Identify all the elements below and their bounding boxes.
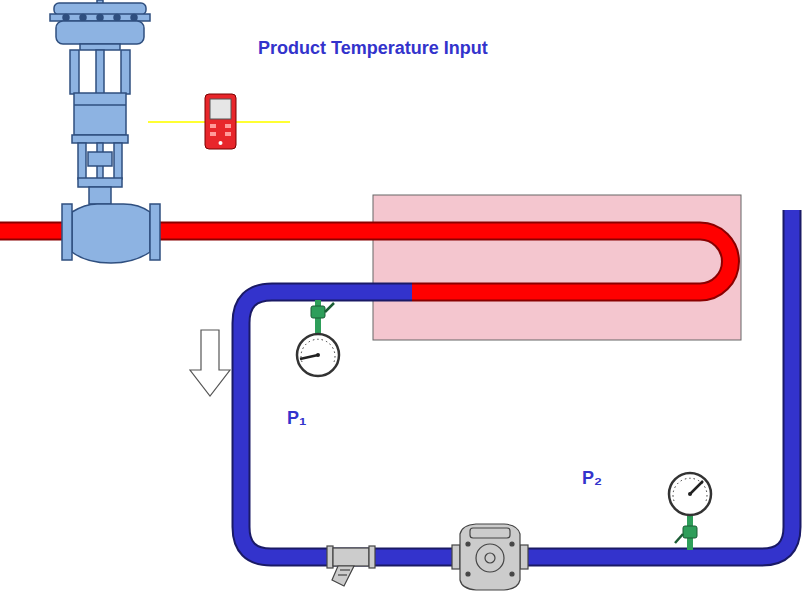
yoke-pillar [96, 50, 104, 94]
condensate-pipe-body [241, 210, 792, 557]
bolt [466, 572, 470, 576]
controller-button [225, 124, 231, 128]
yoke-pillar [121, 50, 130, 94]
valve-body [72, 204, 150, 263]
yoke-plate [72, 135, 128, 143]
condensate-pipe-outline [241, 210, 792, 557]
valve-flange [62, 204, 72, 260]
bolt [510, 542, 514, 546]
flow-arrow [190, 330, 230, 396]
actuator-bolts [63, 15, 137, 21]
strainer-screen [338, 574, 347, 575]
temperature-controller [205, 94, 236, 149]
bolt [63, 15, 69, 21]
valve-flange [150, 204, 160, 260]
controller-caption: Product Temperature Input [258, 38, 488, 59]
actuator-neck [80, 44, 120, 50]
heat-exchanger [373, 195, 741, 340]
bonnet-flange [78, 178, 122, 187]
yoke-pillar [70, 50, 79, 94]
gauge-needle [690, 481, 703, 494]
actuator-lower-dome [56, 21, 144, 44]
bolt [131, 15, 137, 21]
yoke-pillar [78, 143, 86, 179]
trap-cap [470, 528, 510, 538]
trap-end [452, 545, 460, 569]
bolt [97, 15, 103, 21]
bonnet [89, 187, 111, 204]
pressure-gauge [669, 473, 711, 550]
actuator-flange [50, 14, 150, 21]
pressure-gauge [297, 300, 339, 376]
gauge-cock-handle [325, 303, 334, 312]
gauge-dial [297, 334, 339, 376]
gauge-hub [316, 353, 320, 357]
positioner-line [74, 104, 126, 106]
gauge-cock [311, 306, 325, 318]
controller-button [210, 124, 216, 128]
gauge-label: P₂ [582, 468, 602, 489]
gauge-scale [673, 478, 707, 501]
strainer-screen [340, 569, 350, 570]
controller-screen [210, 99, 231, 119]
control-valve [50, 0, 160, 263]
strainer-body [333, 548, 369, 566]
gauge-cock [683, 526, 697, 538]
stem-coupling [88, 152, 112, 166]
trap-cover [476, 544, 504, 572]
trap-plug [485, 553, 495, 563]
bolt [466, 542, 470, 546]
bolt [114, 15, 120, 21]
controller-button [219, 141, 223, 145]
strainer-end [327, 546, 333, 568]
gauge-label: P₁ [287, 408, 306, 429]
trap-end [520, 545, 528, 569]
trap-body [460, 524, 520, 590]
gauge-needle [300, 355, 318, 359]
steam-trap [452, 524, 528, 590]
bolt [510, 572, 514, 576]
gauge-scale [301, 339, 335, 362]
positioner-box [74, 93, 126, 135]
controller-button [210, 132, 216, 136]
condensate-pipe [241, 210, 792, 557]
strainer-end [369, 546, 375, 568]
yoke-pillar [114, 143, 122, 179]
strainer [327, 546, 375, 586]
actuator-dome [54, 3, 146, 15]
gauge-dial [669, 473, 711, 515]
bolt [80, 15, 86, 21]
gauge-cock-handle [675, 534, 683, 543]
controller-case [205, 94, 236, 149]
controller-button [225, 132, 231, 136]
gauge-hub [688, 492, 692, 496]
strainer-leg [332, 566, 354, 586]
